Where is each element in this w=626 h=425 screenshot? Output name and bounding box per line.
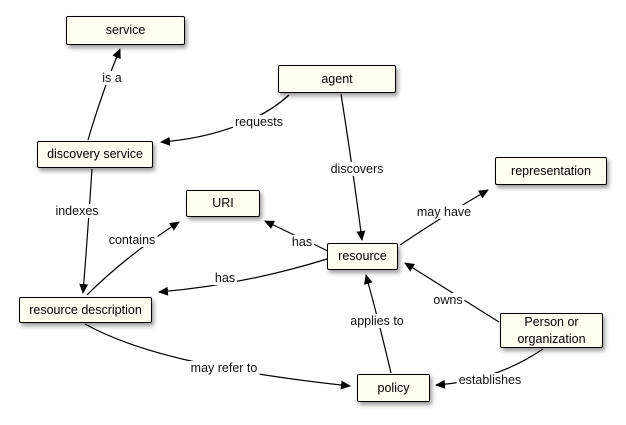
- edge-has-description-arrow: [158, 258, 328, 296]
- node-resource-description: resource description: [19, 297, 152, 323]
- node-person-or-organization: Person or organization: [500, 313, 603, 348]
- node-service-label: service: [105, 23, 146, 38]
- edge-label-indexes: indexes: [53, 204, 101, 218]
- node-uri: URI: [186, 190, 260, 217]
- node-agent: agent: [278, 65, 396, 93]
- node-resource-label: resource: [338, 249, 387, 264]
- edge-label-establishes: establishes: [456, 373, 524, 387]
- node-person-or-organization-label: Person or organization: [517, 315, 586, 346]
- edge-label-may-refer-to: may refer to: [188, 361, 260, 375]
- node-uri-label: URI: [212, 196, 234, 211]
- node-policy-label: policy: [377, 380, 410, 395]
- edge-label-has-description: has: [212, 271, 238, 285]
- edge-label-may-have: may have: [414, 205, 474, 219]
- node-policy: policy: [357, 374, 430, 402]
- edge-is-a-arrow: [87, 48, 121, 141]
- node-representation: representation: [495, 157, 607, 185]
- edge-label-discovers: discovers: [328, 162, 386, 176]
- edge-indexes-arrow: [79, 168, 93, 294]
- edge-label-owns: owns: [431, 293, 465, 307]
- edge-label-is-a: is a: [100, 71, 124, 85]
- node-resource: resource: [327, 243, 398, 270]
- edge-label-has-uri: has: [289, 235, 315, 249]
- edge-may-refer-to-arrow: [84, 323, 351, 390]
- node-service: service: [66, 16, 185, 45]
- node-representation-label: representation: [511, 163, 591, 178]
- node-discovery-service: discovery service: [37, 141, 153, 168]
- edge-contains-arrow: [86, 221, 180, 296]
- edge-label-requests: requests: [233, 115, 285, 129]
- node-discovery-service-label: discovery service: [47, 147, 143, 162]
- node-resource-description-label: resource description: [29, 302, 142, 317]
- edge-label-applies-to: applies to: [348, 314, 406, 328]
- node-agent-label: agent: [321, 71, 353, 86]
- edge-owns-arrow: [404, 262, 500, 323]
- edge-label-contains: contains: [106, 233, 158, 247]
